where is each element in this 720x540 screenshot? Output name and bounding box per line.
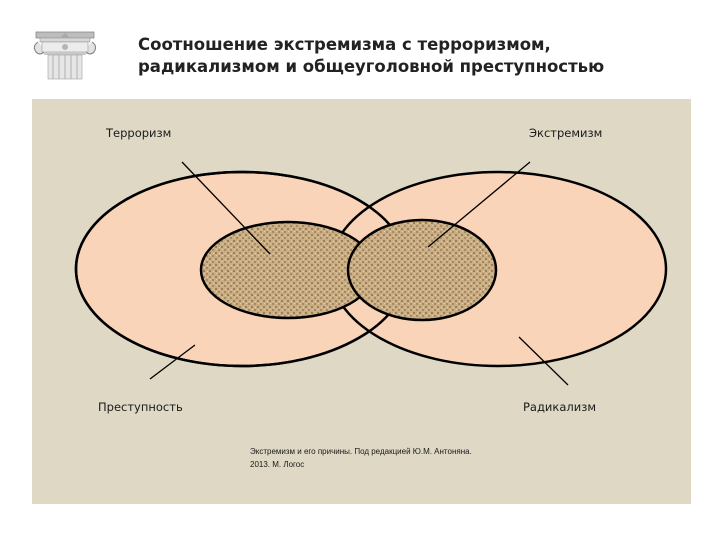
source-citation: Экстремизм и его причины. Под редакцией … [250,447,472,469]
crime-pointer-line [149,344,196,380]
extremism-ellipse [346,218,498,322]
terrorism-label: Терроризм [106,126,172,140]
slide-title: Соотношение экстремизма с терроризмом, р… [138,35,605,76]
extremism-label: Экстремизм [529,126,603,140]
radicalism-label: Радикализм [523,400,597,414]
extremism-pointer-line [427,161,531,248]
crime-label: Преступность [98,400,183,414]
terrorism-pointer-line [181,161,271,255]
diagram-panel: Терроризм Экстремизм Преступность Радика… [32,99,691,504]
column-capital-icon [33,31,97,80]
radicalism-pointer-line [518,336,569,386]
venn-diagram [74,161,668,386]
